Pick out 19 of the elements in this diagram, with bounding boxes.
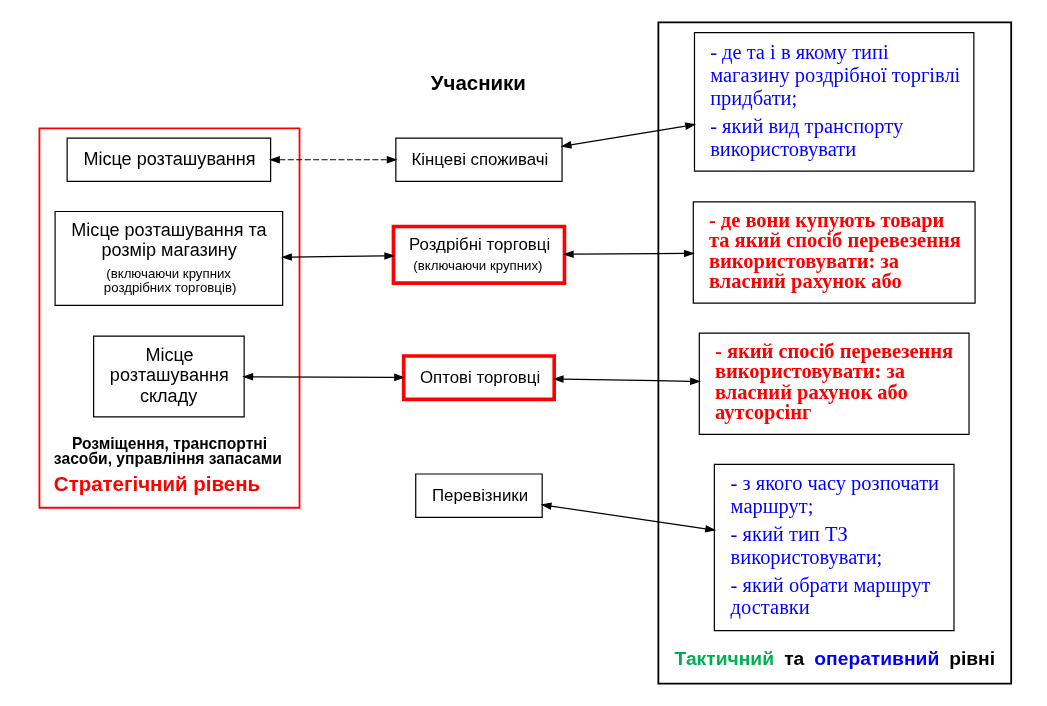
node-box: Перевізники <box>415 473 543 518</box>
node-box: Місце розташування складу <box>93 335 245 418</box>
node-box: - який спосіб перевезення використовувати: за власний рахунок або аутсорсінг <box>698 332 970 435</box>
node-box: Місце розташування <box>66 137 272 182</box>
arrow <box>281 252 396 261</box>
node-box: - де та і в якому типі магазину роздрібної торгівлі придбати; - який вид транспорту використовувати <box>693 32 975 172</box>
arrow <box>562 249 695 258</box>
node-box: - де вони купують товари та який спосіб перевезення використовувати: за власний рахунок або <box>692 201 976 304</box>
label: Учасники <box>430 71 526 95</box>
node-box: Оптові торговці <box>401 354 556 402</box>
arrow <box>560 122 696 149</box>
arrow <box>540 502 717 533</box>
node-box: Роздрібні торговці (включаючи крупних) <box>391 224 567 285</box>
node-box: Кінцеві споживачі <box>395 137 563 182</box>
node-box: - з якого часу розпочати маршрут; - який тип ТЗ використовувати; - який обрати маршрут доставки <box>713 463 955 632</box>
arrow <box>269 155 398 164</box>
arrow <box>552 375 701 386</box>
node-box: Місце розташування та розмір магазину (включаючи крупних роздрібних торговців) <box>54 210 284 307</box>
arrow <box>242 373 406 382</box>
